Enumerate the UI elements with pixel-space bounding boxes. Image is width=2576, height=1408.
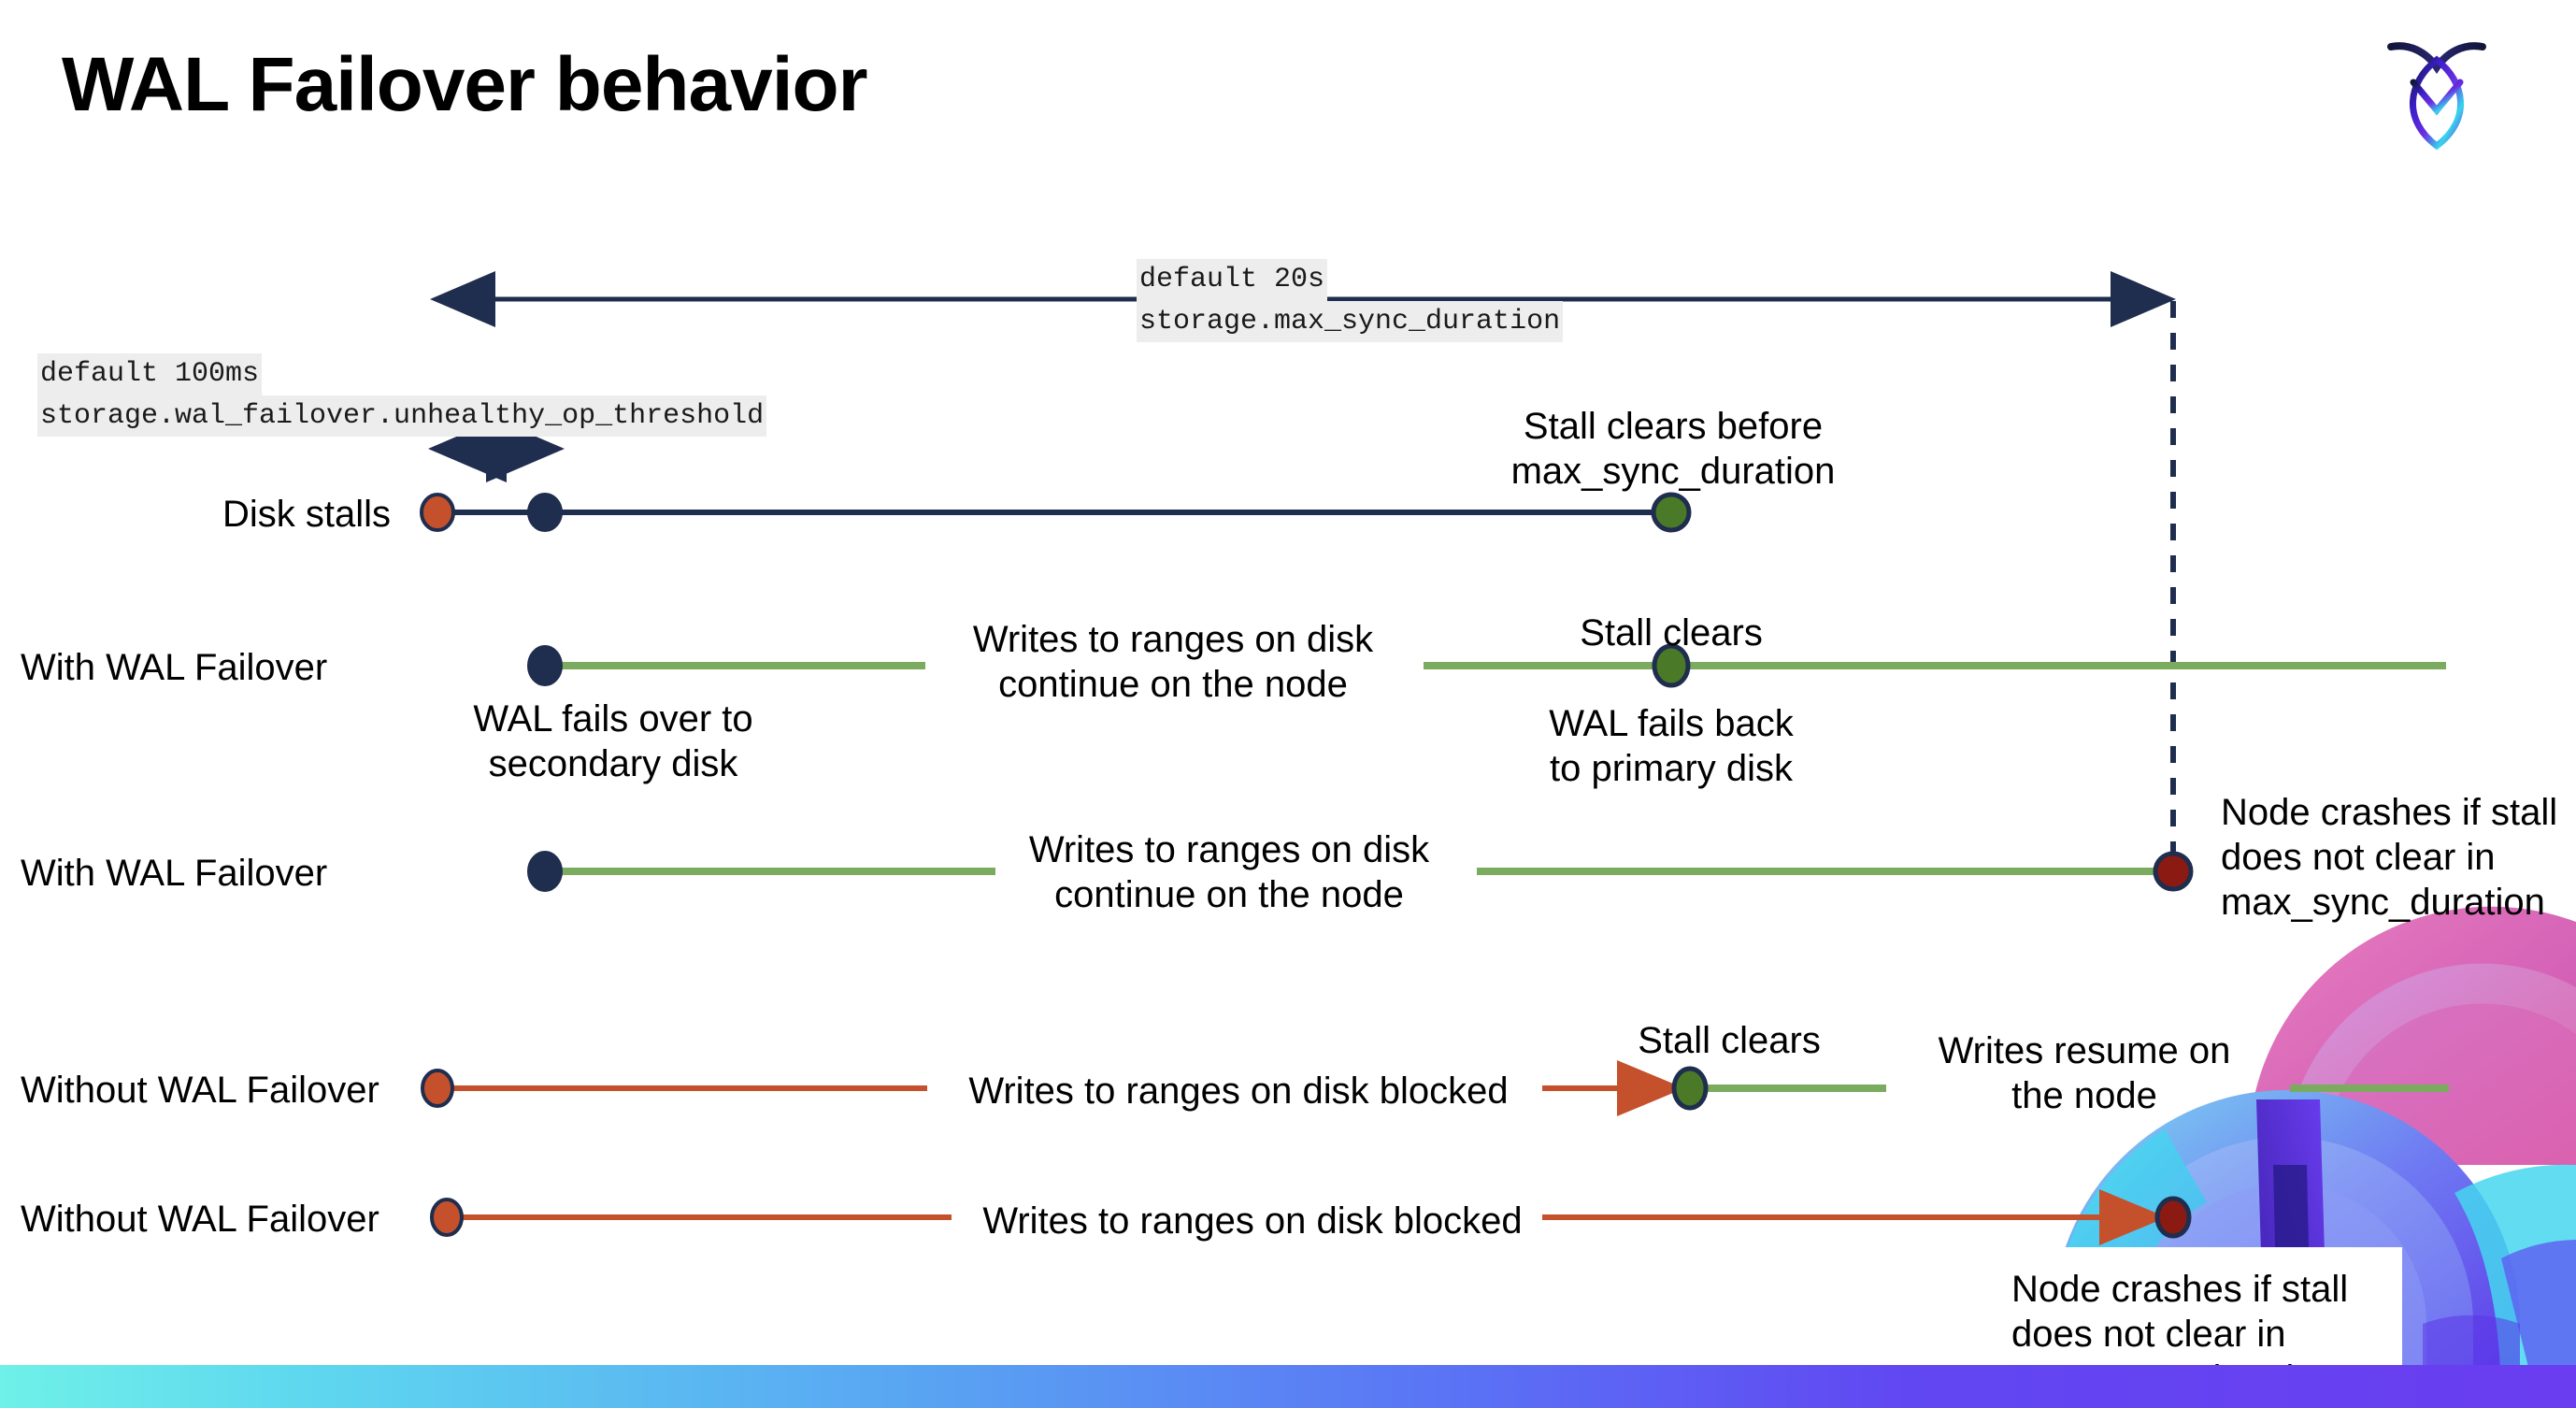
callout-wal-fails-back: WAL fails back to primary disk <box>1549 703 1794 789</box>
annotation-unhealthy-default: default 100ms <box>37 353 263 395</box>
row-label-with-wal-failover-2: With WAL Failover <box>21 853 328 894</box>
callout-writes-blocked-1: Writes to ranges on disk blocked <box>968 1070 1509 1112</box>
callout-writes-continue-2: Writes to ranges on disk continue on the… <box>1028 829 1430 915</box>
annotation-unhealthy-setting: storage.wal_failover.unhealthy_op_thresh… <box>37 395 767 438</box>
marker-stall-start <box>420 493 455 532</box>
callout-wal-fails-over: WAL fails over to secondary disk <box>473 698 753 784</box>
bottom-gradient-bar <box>0 1365 2576 1408</box>
marker-node-crash <box>2153 851 2194 892</box>
row-label-disk-stalls: Disk stalls <box>222 494 392 535</box>
marker-threshold-crossed <box>527 493 563 532</box>
row-label-without-wal-failover-2: Without WAL Failover <box>21 1199 379 1240</box>
callout-stall-clears-2: Stall clears <box>1638 1020 1821 1061</box>
marker-stall-clears <box>1671 1066 1709 1111</box>
timeline-row-disk-stalls <box>420 492 1692 533</box>
callout-crash-note-1: Node crashes if stall does not clear in … <box>2221 792 2558 923</box>
callout-writes-resume: Writes resume on the node <box>1938 1030 2231 1116</box>
marker-stall-start <box>421 1069 454 1108</box>
row-label-without-wal-failover-1: Without WAL Failover <box>21 1070 379 1111</box>
annotation-max-sync-duration: default 20s storage.max_sync_duration <box>1137 259 1564 343</box>
row-label-with-wal-failover-1: With WAL Failover <box>21 647 328 688</box>
timeline-row-with-wal-failover-recovers <box>527 643 2446 688</box>
callout-writes-blocked-2: Writes to ranges on disk blocked <box>982 1200 1523 1242</box>
marker-wal-fails-over <box>527 645 563 686</box>
marker-stall-start <box>430 1198 464 1237</box>
callout-writes-continue-1: Writes to ranges on disk continue on the… <box>972 619 1374 705</box>
marker-wal-fails-over <box>527 851 563 892</box>
callout-stall-clears-before: Stall clears before max_sync_duration <box>1510 406 1836 492</box>
marker-stall-clears <box>1651 492 1692 533</box>
annotation-unhealthy-op-threshold: default 100ms storage.wal_failover.unhea… <box>37 353 767 438</box>
annotation-max-sync-default: default 20s <box>1137 259 1328 301</box>
cockroachdb-logo-icon <box>2385 28 2488 154</box>
marker-node-crash <box>2154 1196 2192 1239</box>
page-title: WAL Failover behavior <box>62 42 868 127</box>
annotation-max-sync-setting: storage.max_sync_duration <box>1137 300 1564 343</box>
callout-stall-clears-1: Stall clears <box>1580 612 1763 654</box>
